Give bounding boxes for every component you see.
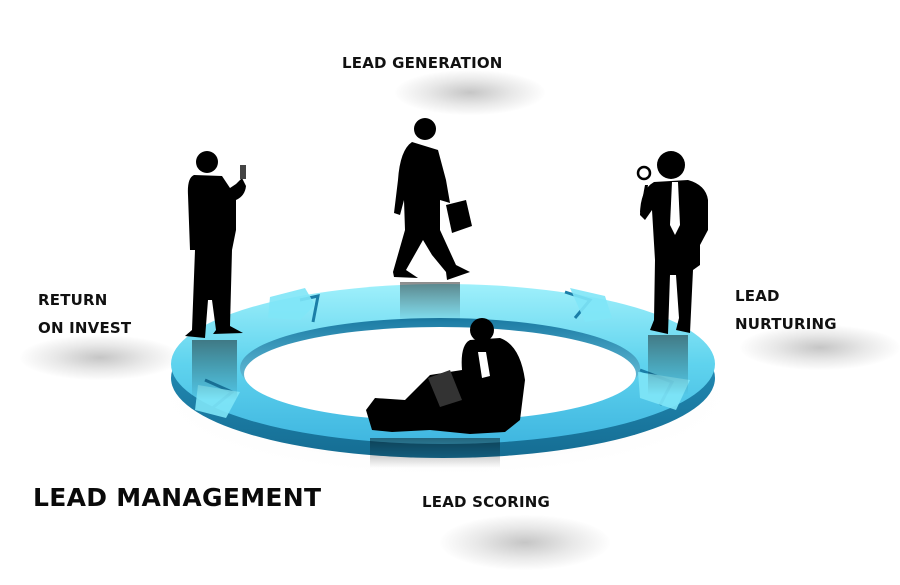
label-lead-nurturing: LEAD NURTURING — [735, 282, 837, 338]
label-return-on-invest-line-2: ON INVEST — [38, 319, 132, 337]
label-return-on-invest: RETURN ON INVEST — [38, 286, 131, 342]
label-shadow-return-on-invest — [20, 335, 180, 380]
diagram-title: LEAD MANAGEMENT — [33, 483, 322, 512]
label-lead-generation: LEAD GENERATION — [342, 49, 503, 77]
reflections — [192, 282, 688, 468]
label-lead-nurturing-line-1: LEAD — [735, 287, 780, 305]
figure-walking-man-with-briefcase — [393, 118, 472, 280]
figure-man-with-phone — [185, 151, 246, 338]
figure-man-with-magnifying-glass — [636, 151, 708, 334]
label-shadow-lead-scoring — [440, 515, 610, 570]
label-lead-scoring: LEAD SCORING — [422, 488, 550, 516]
label-shadow-lead-generation — [395, 70, 545, 115]
label-shadow-lead-nurturing — [740, 325, 900, 370]
label-lead-scoring-line-1: LEAD SCORING — [422, 493, 551, 511]
label-return-on-invest-line-1: RETURN — [38, 291, 108, 309]
label-lead-generation-line-1: LEAD GENERATION — [342, 54, 503, 72]
figure-seated-man-with-laptop — [366, 318, 525, 434]
label-lead-nurturing-line-2: NURTURING — [735, 315, 837, 333]
